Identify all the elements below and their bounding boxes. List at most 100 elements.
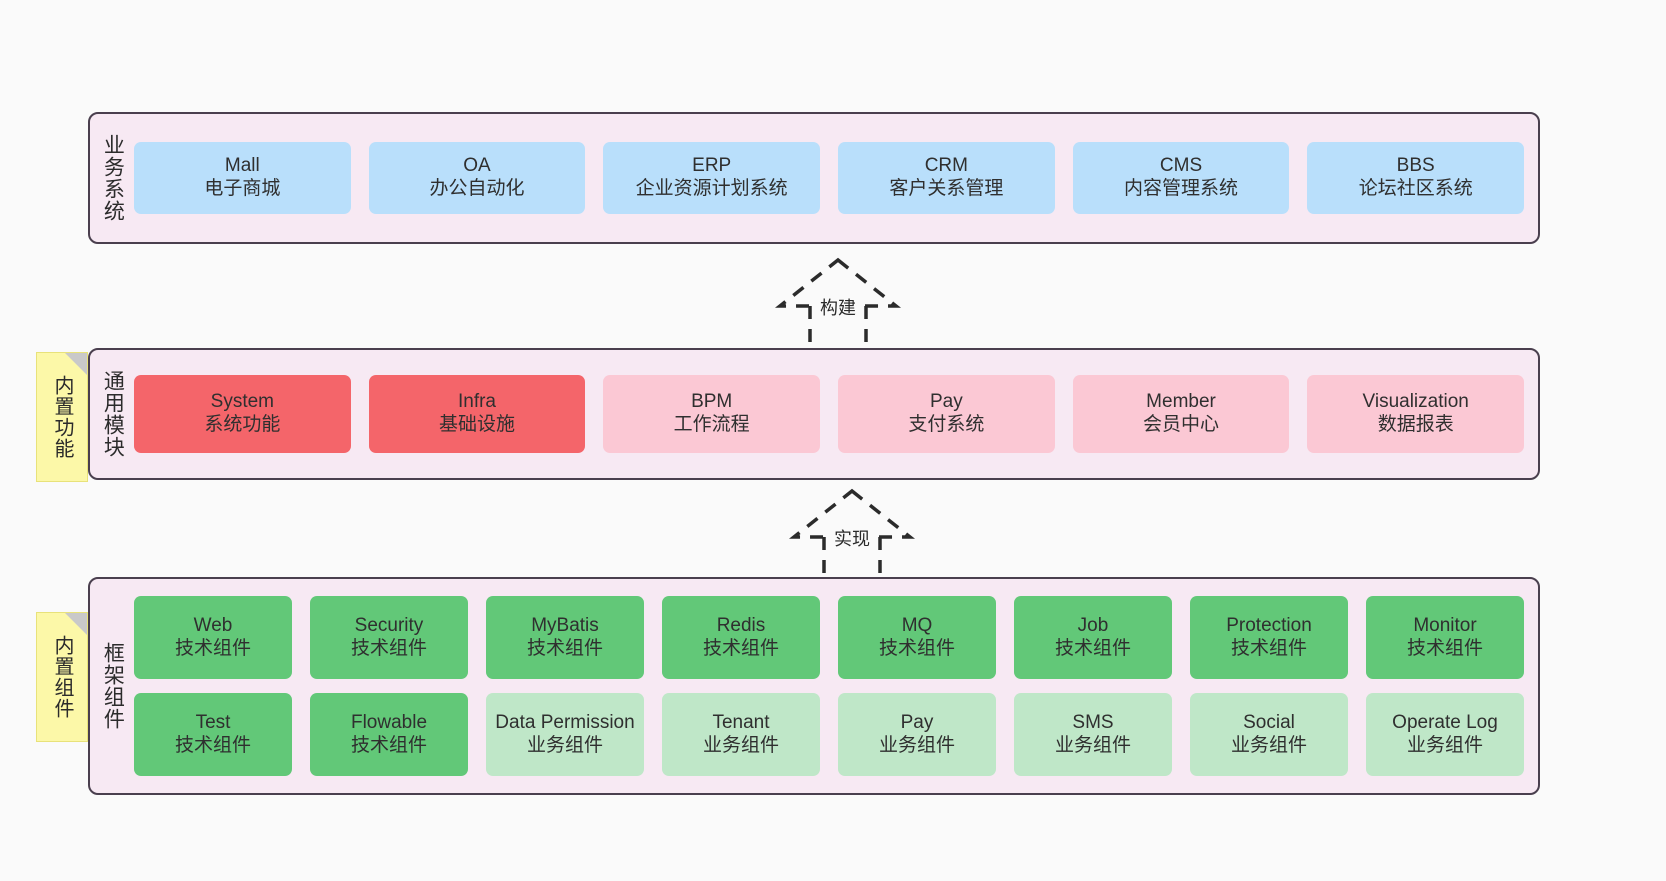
note-builtin-component-label: 内置组件 xyxy=(51,635,73,719)
box-operate-log-cn: 业务组件 xyxy=(1406,734,1483,756)
layer-body-business: Mall 电子商城 OA 办公自动化 ERP 企业资源计划系统 CRM 客户关系… xyxy=(134,114,1538,242)
box-crm-cn: 客户关系管理 xyxy=(889,178,1004,199)
connector-implement-label: 实现 xyxy=(831,525,873,551)
box-mybatis-en: MyBatis xyxy=(531,614,599,636)
box-cms-en: CMS xyxy=(1159,155,1203,177)
box-sms-cn: 业务组件 xyxy=(1054,734,1131,756)
connector-build: 构建 xyxy=(748,256,928,352)
box-infra-cn: 基础设施 xyxy=(439,414,516,435)
box-infra-en: Infra xyxy=(457,391,497,413)
box-operate-log-en: Operate Log xyxy=(1392,711,1498,733)
layer-title-framework: 框架组件 xyxy=(101,642,125,730)
box-sms[interactable]: SMS 业务组件 xyxy=(1014,693,1172,776)
box-member-en: Member xyxy=(1146,391,1216,413)
box-test-en: Test xyxy=(195,711,231,733)
box-tenant-en: Tenant xyxy=(712,711,770,733)
box-operate-log[interactable]: Operate Log 业务组件 xyxy=(1366,693,1524,776)
layer-body-framework: Web 技术组件 Security 技术组件 MyBatis 技术组件 Redi… xyxy=(134,579,1538,793)
box-bbs-cn: 论坛社区系统 xyxy=(1358,178,1473,199)
box-protection-en: Protection xyxy=(1226,614,1312,636)
box-member[interactable]: Member 会员中心 xyxy=(1072,375,1290,453)
box-flowable[interactable]: Flowable 技术组件 xyxy=(310,693,468,776)
row-common-modules: System 系统功能 Infra 基础设施 BPM 工作流程 Pay 支付系统… xyxy=(134,375,1525,453)
box-job[interactable]: Job 技术组件 xyxy=(1014,596,1172,679)
box-cms[interactable]: CMS 内容管理系统 xyxy=(1072,142,1290,214)
box-mq[interactable]: MQ 技术组件 xyxy=(838,596,996,679)
box-mybatis-cn: 技术组件 xyxy=(526,637,603,659)
layer-common-module[interactable]: 通用模块 System 系统功能 Infra 基础设施 BPM 工作流程 Pay… xyxy=(88,348,1540,480)
box-visualization[interactable]: Visualization 数据报表 xyxy=(1307,375,1525,453)
box-mq-cn: 技术组件 xyxy=(878,637,955,659)
box-crm-en: CRM xyxy=(924,155,968,177)
box-test-cn: 技术组件 xyxy=(174,734,251,756)
box-pay-component[interactable]: Pay 业务组件 xyxy=(838,693,996,776)
box-pay-component-cn: 业务组件 xyxy=(878,734,955,756)
box-web-cn: 技术组件 xyxy=(174,637,251,659)
note-builtin-function-label: 内置功能 xyxy=(51,375,73,459)
layer-title-common: 通用模块 xyxy=(101,370,125,458)
box-monitor[interactable]: Monitor 技术组件 xyxy=(1366,596,1524,679)
note-builtin-component: 内置组件 xyxy=(36,612,88,742)
box-visualization-cn: 数据报表 xyxy=(1377,414,1454,435)
box-pay-module[interactable]: Pay 支付系统 xyxy=(838,375,1055,453)
box-sms-en: SMS xyxy=(1072,711,1114,733)
box-test[interactable]: Test 技术组件 xyxy=(134,693,292,776)
box-pay-module-en: Pay xyxy=(929,391,963,413)
box-bpm-en: BPM xyxy=(691,391,733,413)
box-erp[interactable]: ERP 企业资源计划系统 xyxy=(603,142,821,214)
layer-framework-component[interactable]: 框架组件 Web 技术组件 Security 技术组件 MyBatis 技术组件… xyxy=(88,577,1540,795)
box-redis[interactable]: Redis 技术组件 xyxy=(662,596,820,679)
box-social-cn: 业务组件 xyxy=(1230,734,1307,756)
box-data-permission-en: Data Permission xyxy=(495,711,635,733)
box-bpm-cn: 工作流程 xyxy=(673,414,750,435)
box-protection[interactable]: Protection 技术组件 xyxy=(1190,596,1348,679)
box-system[interactable]: System 系统功能 xyxy=(134,375,351,453)
layer-body-common: System 系统功能 Infra 基础设施 BPM 工作流程 Pay 支付系统… xyxy=(134,350,1538,478)
row-technical-components: Web 技术组件 Security 技术组件 MyBatis 技术组件 Redi… xyxy=(134,596,1524,679)
box-protection-cn: 技术组件 xyxy=(1230,637,1307,659)
box-tenant[interactable]: Tenant 业务组件 xyxy=(662,693,820,776)
box-security-cn: 技术组件 xyxy=(350,637,427,659)
box-tenant-cn: 业务组件 xyxy=(702,734,779,756)
box-pay-component-en: Pay xyxy=(900,711,934,733)
box-visualization-en: Visualization xyxy=(1362,391,1469,413)
box-data-permission-cn: 业务组件 xyxy=(526,734,603,756)
box-infra[interactable]: Infra 基础设施 xyxy=(368,375,586,453)
box-redis-en: Redis xyxy=(716,614,766,636)
box-pay-module-cn: 支付系统 xyxy=(908,414,985,435)
generalization-arrow-icon xyxy=(788,488,916,583)
layer-business-system[interactable]: 业务系统 Mall 电子商城 OA 办公自动化 ERP 企业资源计划系统 CRM… xyxy=(88,112,1540,244)
box-data-permission[interactable]: Data Permission 业务组件 xyxy=(486,693,644,776)
box-web[interactable]: Web 技术组件 xyxy=(134,596,292,679)
note-builtin-function: 内置功能 xyxy=(36,352,88,482)
box-job-en: Job xyxy=(1077,614,1109,636)
box-mall-en: Mall xyxy=(224,155,260,177)
row-business-systems: Mall 电子商城 OA 办公自动化 ERP 企业资源计划系统 CRM 客户关系… xyxy=(134,142,1525,214)
box-monitor-cn: 技术组件 xyxy=(1406,637,1483,659)
box-flowable-cn: 技术组件 xyxy=(350,734,427,756)
box-erp-cn: 企业资源计划系统 xyxy=(635,178,788,199)
box-crm[interactable]: CRM 客户关系管理 xyxy=(838,142,1055,214)
box-oa-cn: 办公自动化 xyxy=(429,178,525,199)
box-oa-en: OA xyxy=(463,155,491,177)
box-web-en: Web xyxy=(193,614,233,636)
box-system-cn: 系统功能 xyxy=(204,414,281,435)
box-mybatis[interactable]: MyBatis 技术组件 xyxy=(486,596,644,679)
box-social-en: Social xyxy=(1243,711,1295,733)
box-redis-cn: 技术组件 xyxy=(702,637,779,659)
box-bbs[interactable]: BBS 论坛社区系统 xyxy=(1307,142,1525,214)
box-oa[interactable]: OA 办公自动化 xyxy=(368,142,586,214)
box-job-cn: 技术组件 xyxy=(1054,637,1131,659)
row-business-components: Test 技术组件 Flowable 技术组件 Data Permission … xyxy=(134,693,1524,776)
box-bpm[interactable]: BPM 工作流程 xyxy=(603,375,821,453)
box-bbs-en: BBS xyxy=(1396,155,1435,177)
connector-implement: 实现 xyxy=(762,487,942,583)
box-social[interactable]: Social 业务组件 xyxy=(1190,693,1348,776)
box-mq-en: MQ xyxy=(901,614,933,636)
box-erp-en: ERP xyxy=(692,155,732,177)
box-security[interactable]: Security 技术组件 xyxy=(310,596,468,679)
layer-title-business: 业务系统 xyxy=(101,134,125,222)
box-mall[interactable]: Mall 电子商城 xyxy=(134,142,351,214)
box-mall-cn: 电子商城 xyxy=(204,178,281,199)
